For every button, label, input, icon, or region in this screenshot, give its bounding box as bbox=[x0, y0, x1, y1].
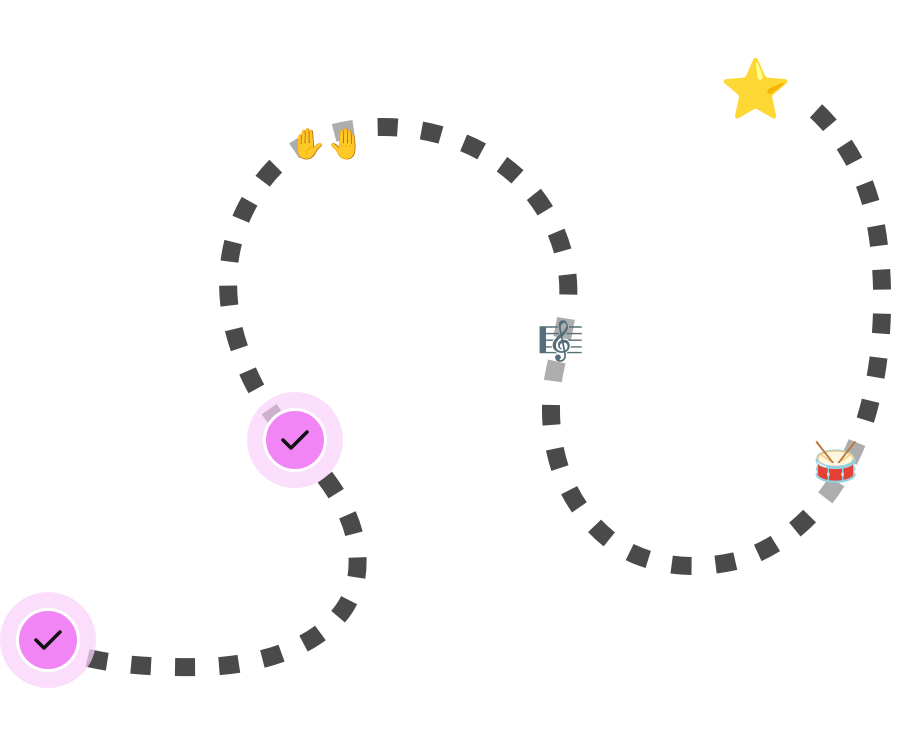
level-node-music[interactable]: 🎼 bbox=[515, 295, 607, 387]
level-node-completed-1[interactable] bbox=[0, 592, 96, 688]
level-node-star[interactable]: ⭐ bbox=[710, 43, 802, 135]
dashed-path bbox=[41, 90, 892, 677]
level-node-hands[interactable]: ✋🤚 bbox=[281, 99, 373, 191]
raised-hands-icon: ✋🤚 bbox=[289, 127, 365, 162]
level-node-completed-2[interactable] bbox=[247, 392, 343, 488]
node-core bbox=[16, 608, 80, 672]
checkmark-icon bbox=[281, 430, 309, 450]
treble-clef-icon: 🎼 bbox=[537, 319, 585, 363]
node-core bbox=[263, 408, 327, 472]
checkmark-icon bbox=[34, 630, 62, 650]
level-node-drum[interactable]: 🥁 bbox=[790, 416, 882, 508]
star-icon: ⭐ bbox=[719, 55, 793, 123]
drum-icon: 🥁 bbox=[812, 440, 860, 484]
